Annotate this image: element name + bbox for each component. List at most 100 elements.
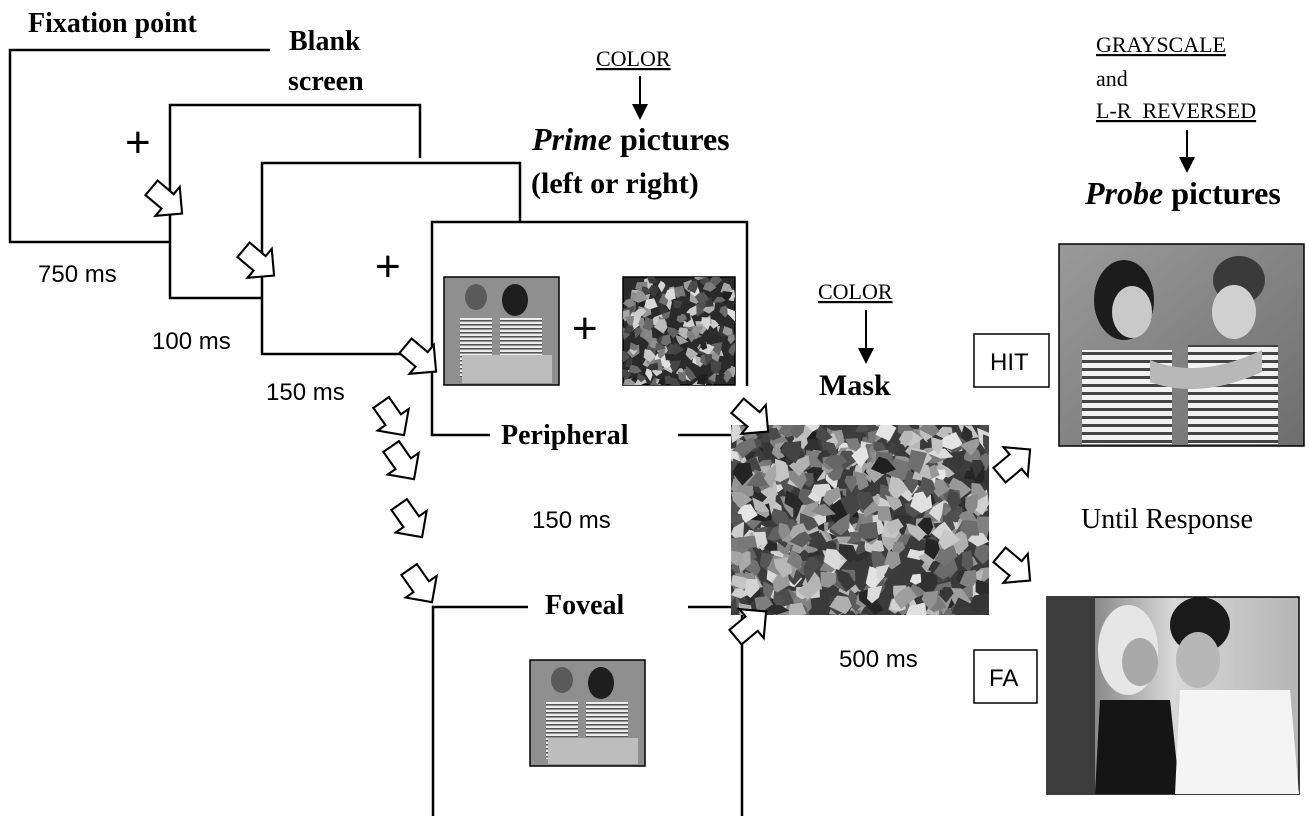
mask-fragment — [973, 516, 989, 540]
mask-fragment — [647, 285, 659, 298]
mask-fragment — [694, 292, 710, 305]
prime-subtitle: (left or right) — [531, 167, 699, 200]
mask-fragment — [731, 550, 744, 566]
mask-fragment — [972, 460, 984, 479]
mask-fragment — [803, 473, 814, 488]
mask-fragment — [623, 350, 630, 363]
hollow-arrow-icon — [399, 562, 439, 604]
fa-label: FA — [989, 665, 1018, 692]
mask-fragment — [677, 371, 686, 382]
peripheral-scrambled-image — [622, 276, 736, 386]
mask-fragment — [851, 447, 869, 468]
mask-fragment — [732, 463, 753, 486]
mask-fragment — [904, 535, 928, 551]
mask-fragment — [977, 450, 989, 473]
mask-fragment — [935, 545, 958, 566]
hit-label-box: HIT — [973, 333, 1050, 388]
mask-fragment — [845, 438, 862, 451]
mask-fragment — [653, 319, 668, 334]
peripheral-screen: + Peripheral — [430, 220, 749, 451]
foveal-label: Foveal — [545, 590, 625, 621]
mask-fragment — [823, 548, 845, 570]
mask-fragment — [764, 604, 790, 615]
probe-header: GRAYSCALE and L-R REVERSED Probe picture… — [1084, 32, 1281, 211]
mask-fragment — [876, 564, 890, 582]
mask-fragment — [735, 535, 758, 550]
mask-fragment — [737, 504, 758, 523]
mask-fragment — [657, 348, 665, 359]
hollow-arrow-icon — [397, 337, 438, 376]
peripheral-couple-photo — [443, 276, 560, 386]
mask-fragment — [959, 438, 980, 456]
mask-fragment — [884, 518, 904, 535]
mask-fragment — [835, 568, 856, 592]
mask-fragment — [624, 358, 633, 368]
mask-fragment — [720, 282, 733, 293]
mask-fragment — [817, 449, 834, 464]
mask-fragment — [657, 280, 666, 293]
mask-fragment — [787, 470, 807, 491]
mask-fragment — [875, 425, 897, 441]
mask-fragment — [623, 297, 635, 308]
mask-fragment — [909, 573, 922, 585]
mask-fragment — [746, 470, 768, 487]
mask-fragment — [646, 362, 659, 371]
mask-fragment — [731, 437, 757, 453]
mask-fragment — [769, 508, 790, 528]
mask-fragment — [643, 316, 654, 331]
mask-fragment — [788, 455, 810, 477]
blank-title-line2: screen — [288, 66, 364, 97]
mask-fragment — [808, 532, 827, 549]
mask-fragment — [893, 585, 918, 610]
mask-fragment — [828, 499, 848, 524]
mask-title: Mask — [819, 369, 891, 402]
mask-fragment — [764, 464, 777, 489]
mask-fragment — [928, 500, 944, 522]
mask-fragment — [918, 425, 940, 437]
mask-fragment — [975, 579, 989, 598]
mask-fragment — [838, 544, 857, 564]
mask-fragment — [906, 602, 927, 615]
blank-duration: 100 ms — [152, 328, 231, 355]
mask-fragment — [638, 317, 645, 330]
hit-probe-photo — [1058, 243, 1305, 447]
mask-fragment — [928, 448, 954, 459]
mask-fragment — [967, 592, 989, 614]
mask-fragment — [965, 493, 979, 517]
mask-fragment — [967, 532, 989, 547]
probe-title-rest: pictures — [1163, 175, 1281, 211]
mask-fragment — [710, 361, 722, 374]
mask-fragment — [661, 360, 671, 369]
mask-fragment — [932, 479, 950, 498]
fixation-cross: + — [125, 118, 151, 167]
blank-title-line1: Blank — [289, 26, 361, 57]
hollow-arrow-icon — [727, 607, 768, 646]
mask-fragment — [686, 305, 697, 316]
mask-fragment — [937, 432, 963, 450]
hollow-arrow-icon — [381, 439, 421, 481]
mask-fragment — [844, 475, 857, 493]
mask-fragment — [924, 537, 940, 560]
foveal-screen: Foveal — [431, 590, 744, 816]
mask-fragment — [867, 585, 883, 604]
mask-fragment — [888, 476, 910, 501]
prime-duration: 150 ms — [532, 507, 611, 534]
mask-fragment — [628, 364, 643, 374]
peripheral-label: Peripheral — [501, 420, 629, 451]
mask-fragment — [645, 367, 653, 382]
mask-fragment — [676, 314, 687, 323]
mask-fragment — [786, 549, 803, 570]
mask-fragment — [885, 495, 903, 511]
mask-fragment — [803, 558, 817, 584]
mask-fragment — [722, 291, 733, 305]
mask-fragment — [855, 425, 869, 433]
mask-fragment — [731, 521, 745, 538]
mask-fragment — [938, 529, 961, 550]
prime-title-emph: Prime — [531, 121, 612, 157]
mask-fragment — [829, 513, 850, 536]
mask-fragment — [906, 523, 927, 542]
mask-fragment — [752, 497, 770, 513]
transition-arrows — [143, 179, 1032, 646]
mask-fragment — [731, 491, 753, 509]
